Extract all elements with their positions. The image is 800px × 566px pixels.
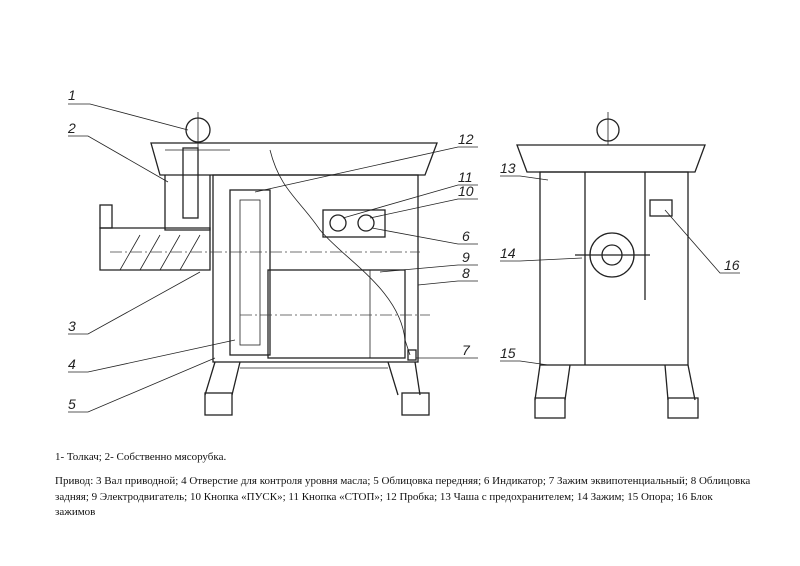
label-5: 5 (68, 396, 76, 412)
body-front (539, 171, 689, 366)
callout-labels: 1 2 3 4 5 6 7 8 9 10 11 12 13 14 15 16 (67, 87, 740, 412)
label-14: 14 (500, 245, 516, 261)
label-1: 1 (68, 87, 76, 103)
ground-terminal (407, 349, 417, 361)
label-8: 8 (462, 265, 470, 281)
terminal-block (649, 199, 673, 217)
control-panel (322, 209, 386, 238)
label-9: 9 (462, 249, 470, 265)
start-button (357, 214, 375, 232)
gearbox (229, 189, 271, 356)
side-view-drawing (99, 112, 438, 416)
side-view-leaders (68, 103, 478, 413)
label-15: 15 (500, 345, 516, 361)
body (212, 174, 419, 363)
label-6: 6 (462, 228, 470, 244)
motor (267, 269, 406, 359)
label-7: 7 (462, 342, 471, 358)
legs (204, 361, 421, 396)
label-11: 11 (458, 169, 473, 185)
label-2: 2 (67, 120, 76, 136)
meat-grinder-diagram: 1 2 3 4 5 6 7 8 9 10 11 12 13 14 15 16 (67, 87, 740, 419)
cutaway-line (269, 149, 411, 356)
label-13: 13 (500, 160, 516, 176)
label-12: 12 (458, 131, 474, 147)
caption-legend: Привод: 3 Вал приводной; 4 Отверстие для… (55, 475, 751, 518)
front-view-leaders (500, 175, 740, 366)
bowl (150, 142, 438, 176)
label-4: 4 (68, 356, 76, 372)
neck (164, 175, 211, 231)
auger-housing (99, 227, 211, 271)
caption-line-1: 1- Толкач; 2- Собственно мясорубка. (55, 451, 227, 463)
stop-button (329, 214, 347, 232)
pusher (182, 147, 199, 219)
bowl-front (516, 144, 706, 173)
label-16: 16 (724, 257, 740, 273)
front-view-drawing (516, 112, 706, 419)
foot-right (401, 392, 430, 416)
legs-front (534, 364, 696, 401)
label-3: 3 (68, 318, 76, 334)
foot-left (204, 392, 233, 416)
label-10: 10 (458, 183, 474, 199)
